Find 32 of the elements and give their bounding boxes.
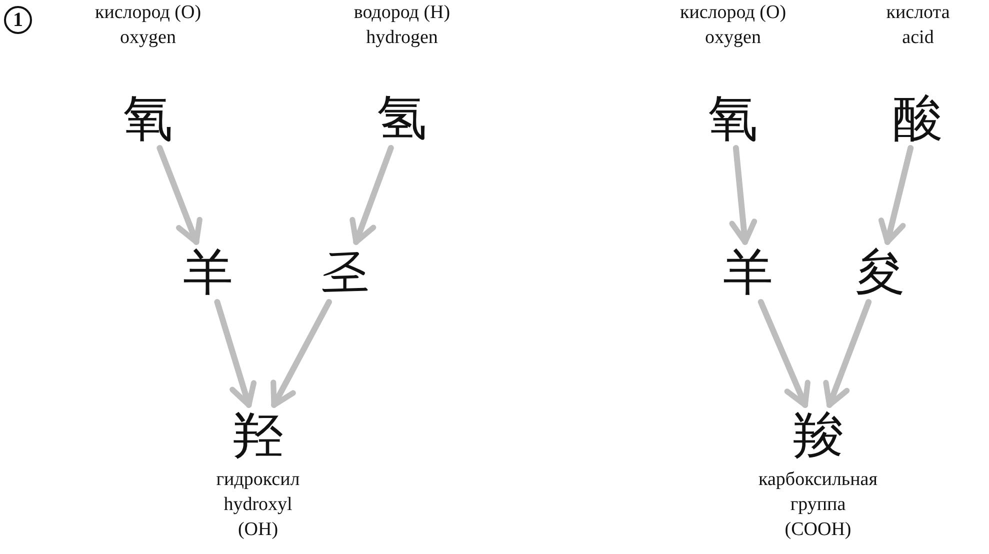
term-label: (OH)	[238, 518, 278, 542]
arrow	[729, 145, 758, 245]
arrow	[823, 299, 872, 408]
arrow	[270, 299, 332, 408]
term-label: (COOH)	[784, 518, 852, 542]
arrow	[758, 299, 810, 408]
term-label: oxygen	[120, 26, 176, 50]
hanzi-character: 夋	[855, 242, 905, 302]
panel-number: 1	[4, 6, 32, 34]
arrow	[350, 145, 394, 245]
term-label: hydroxyl	[224, 493, 292, 517]
hanzi-character: 氧	[708, 88, 758, 148]
hanzi-character: 羟	[233, 405, 283, 465]
term-label: acid	[902, 26, 934, 50]
term-label: oxygen	[705, 26, 761, 50]
arrow	[156, 145, 202, 245]
term-label: кислород (O)	[94, 1, 202, 25]
hanzi-character: 𢀖	[320, 242, 370, 302]
arrow	[878, 145, 914, 245]
term-label: hydrogen	[366, 26, 438, 50]
term-label: кислород (O)	[680, 1, 786, 25]
term-label: карбоксильная группа	[758, 468, 878, 517]
hanzi-character: 羧	[793, 405, 843, 465]
term-label: кислота	[886, 1, 950, 25]
hanzi-character: 氢	[377, 88, 427, 148]
hanzi-character: 羊	[183, 242, 233, 302]
term-label: водород (H)	[354, 1, 450, 25]
arrow	[214, 299, 257, 408]
hanzi-character: 氧	[123, 88, 173, 148]
hanzi-character: 酸	[893, 88, 943, 148]
term-label: гидроксил	[216, 468, 300, 492]
hanzi-character: 羊	[723, 242, 773, 302]
